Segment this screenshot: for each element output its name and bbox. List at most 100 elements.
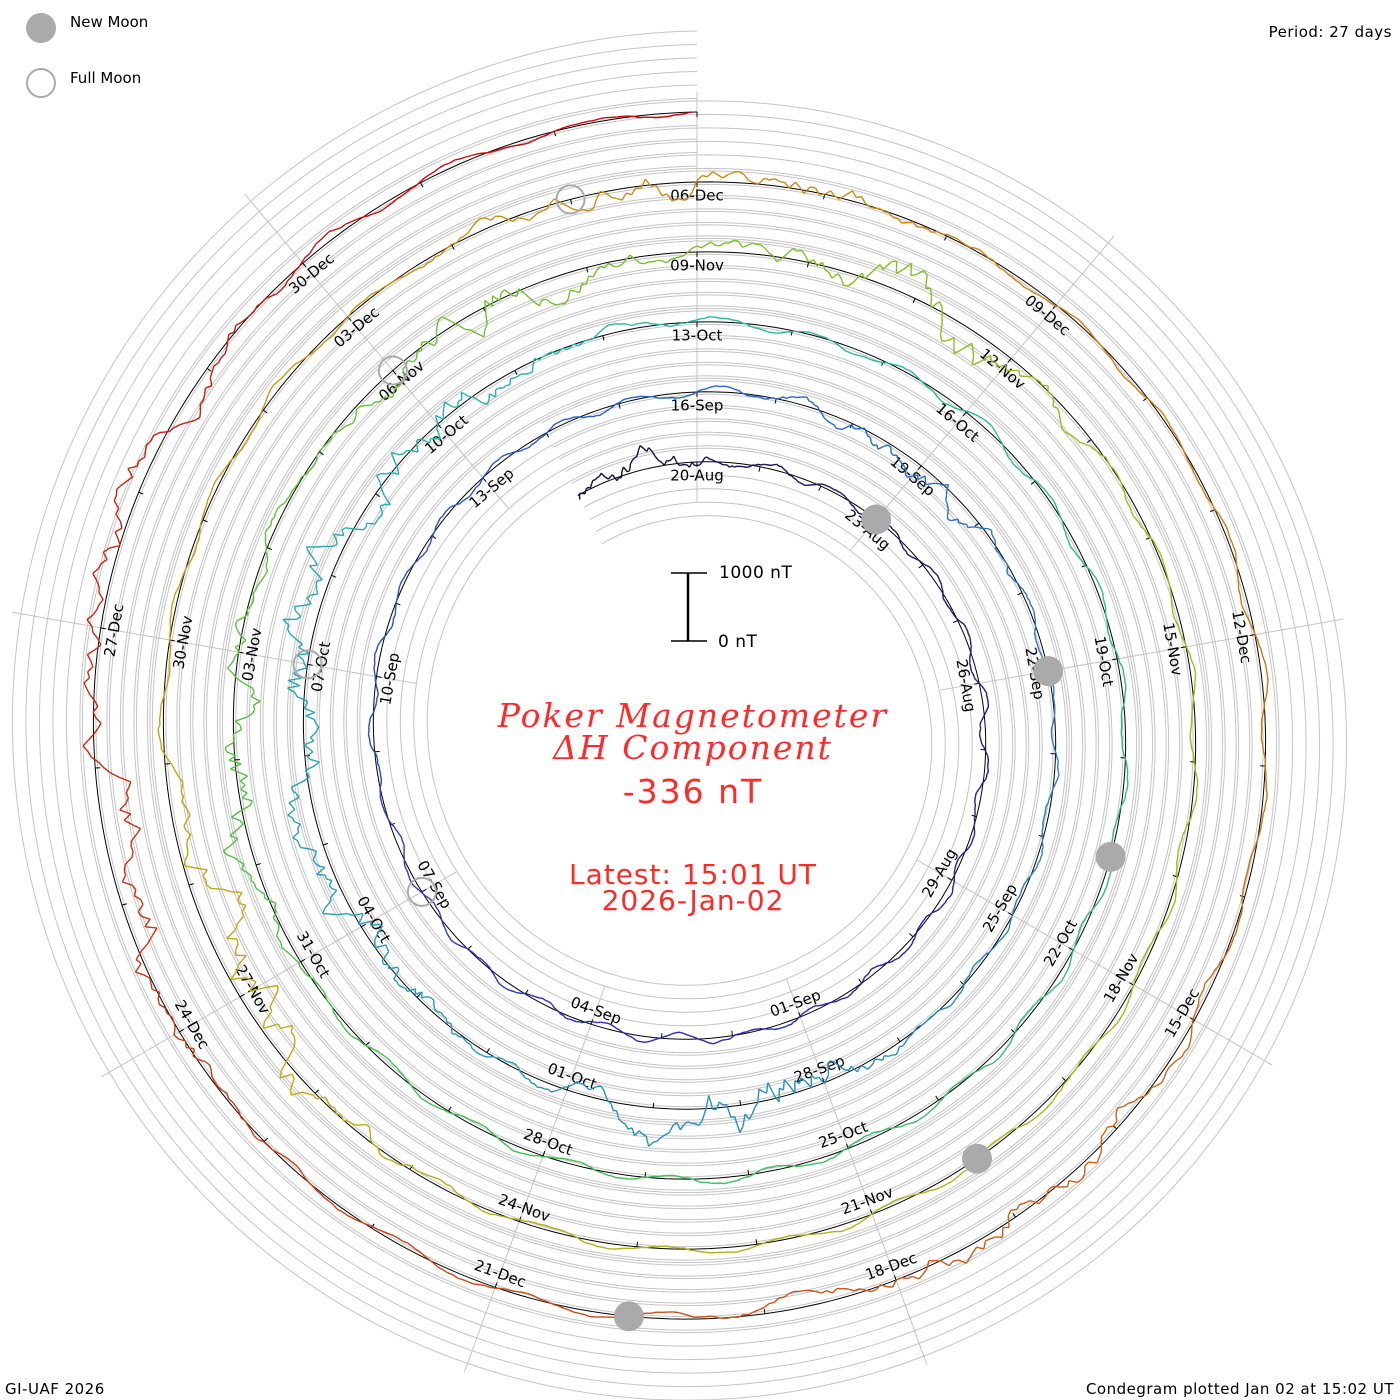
data-trace-segment	[952, 999, 956, 1004]
data-trace-segment	[725, 1104, 732, 1118]
data-trace-segment	[1191, 1019, 1194, 1026]
data-trace-segment	[400, 1164, 408, 1167]
data-trace-segment	[815, 1290, 822, 1294]
data-trace-segment	[419, 177, 426, 183]
data-trace-segment	[822, 1003, 826, 1006]
data-trace-segment	[788, 330, 793, 333]
data-trace-segment	[334, 328, 339, 334]
data-trace-segment	[1175, 871, 1178, 877]
day-tick	[545, 432, 549, 438]
data-trace-segment	[1112, 468, 1117, 473]
data-trace-segment	[430, 997, 435, 1001]
data-trace-segment	[914, 932, 918, 936]
data-trace-segment	[394, 612, 397, 616]
data-trace-segment	[956, 617, 960, 621]
data-trace-segment	[797, 480, 801, 484]
data-trace-segment	[179, 421, 188, 426]
data-trace-segment	[774, 178, 781, 183]
data-trace-segment	[1051, 986, 1056, 991]
data-trace-segment	[256, 302, 263, 307]
data-trace-segment	[749, 464, 754, 468]
data-trace-segment	[479, 480, 483, 485]
data-trace-segment	[1000, 936, 1004, 941]
data-trace-segment	[1097, 1036, 1103, 1042]
data-trace-segment	[356, 405, 361, 410]
data-trace-segment	[621, 398, 625, 402]
data-trace-segment	[298, 962, 301, 968]
data-trace-segment	[163, 689, 166, 695]
data-trace-segment	[403, 450, 407, 455]
data-trace-segment	[479, 1123, 484, 1127]
data-trace-segment	[922, 226, 928, 229]
data-trace-segment	[914, 557, 918, 561]
data-trace-segment	[234, 620, 238, 626]
data-trace-segment	[855, 1222, 861, 1226]
data-trace-segment	[934, 1187, 940, 1191]
data-trace-segment	[972, 963, 977, 967]
data-trace-segment	[144, 918, 151, 928]
data-trace-segment	[627, 1127, 633, 1130]
data-trace-segment	[1069, 546, 1074, 551]
data-trace-segment	[746, 323, 751, 327]
data-trace-segment	[1042, 994, 1047, 999]
data-trace-segment	[330, 889, 338, 898]
data-trace-segment	[841, 997, 845, 1000]
day-tick	[375, 493, 380, 498]
data-trace-segment	[1211, 504, 1216, 510]
data-trace-segment	[98, 761, 105, 769]
data-trace-segment	[891, 260, 897, 263]
data-trace-segment	[397, 587, 400, 592]
data-trace-segment	[103, 767, 111, 774]
data-trace-segment	[661, 1035, 665, 1039]
data-trace-segment	[387, 1232, 394, 1236]
data-trace-segment	[1077, 1061, 1081, 1067]
data-trace-segment	[291, 781, 303, 788]
data-trace-segment	[692, 1036, 696, 1039]
data-trace-segment	[1264, 803, 1267, 809]
data-trace-segment	[230, 891, 243, 894]
grid-spoke	[244, 193, 509, 509]
data-trace-segment	[740, 1176, 746, 1180]
data-trace-segment	[397, 590, 400, 595]
data-trace-segment	[985, 752, 989, 756]
data-trace-segment	[1048, 495, 1053, 499]
data-trace-segment	[853, 353, 858, 356]
data-trace-segment	[495, 1214, 501, 1217]
data-trace-segment	[1000, 555, 1004, 559]
data-trace-segment	[416, 887, 420, 891]
data-trace-segment	[1155, 544, 1159, 550]
data-trace-segment	[583, 1083, 587, 1088]
data-trace-segment	[309, 848, 317, 852]
data-trace-segment	[484, 324, 488, 330]
data-trace-segment	[1180, 444, 1184, 450]
data-trace-segment	[1007, 1209, 1012, 1217]
data-trace-segment	[226, 937, 238, 940]
data-trace-segment	[860, 196, 866, 204]
data-trace-segment	[958, 1171, 964, 1177]
data-trace-segment	[427, 996, 432, 999]
data-trace-segment	[354, 1037, 360, 1041]
data-trace-segment	[1265, 670, 1269, 676]
day-tick	[959, 981, 965, 986]
data-trace-segment	[578, 283, 583, 293]
data-trace-segment	[271, 1148, 278, 1153]
data-trace-segment	[565, 1231, 572, 1236]
data-trace-segment	[709, 1042, 714, 1045]
data-trace-segment	[328, 885, 333, 889]
data-trace-segment	[367, 213, 373, 217]
data-trace-segment	[256, 419, 260, 425]
data-trace-segment	[301, 1172, 306, 1179]
data-trace-segment	[1169, 909, 1173, 915]
data-trace-segment	[246, 712, 254, 718]
data-trace-segment	[232, 738, 235, 743]
data-trace-segment	[567, 417, 571, 420]
data-trace-segment	[738, 389, 743, 394]
data-trace-segment	[125, 787, 130, 794]
data-trace-segment	[583, 1163, 589, 1167]
data-trace-segment	[1099, 896, 1103, 901]
data-trace-segment	[558, 1305, 564, 1309]
data-trace-segment	[782, 1079, 785, 1091]
data-trace-segment	[911, 1275, 920, 1280]
data-trace-segment	[925, 482, 932, 486]
data-trace-segment	[136, 460, 140, 467]
